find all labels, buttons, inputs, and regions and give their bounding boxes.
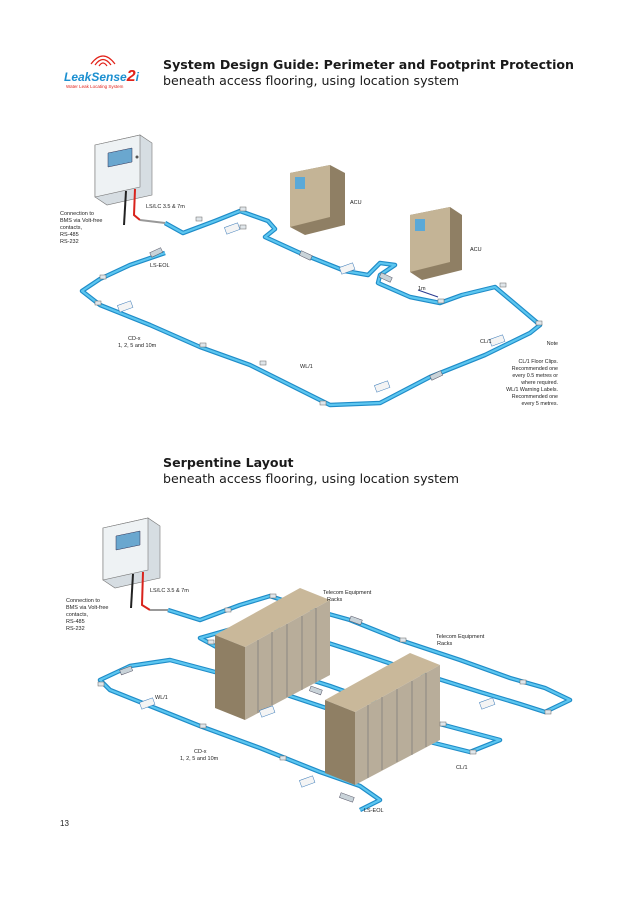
acu-unit-2 (410, 207, 462, 298)
telecom2-label-line2: Racks (437, 641, 453, 647)
svg-text:Recommended one: Recommended one (512, 394, 558, 400)
black-wire-2 (130, 573, 134, 609)
red-wire-2 (140, 571, 151, 611)
sensing-cable (79, 208, 543, 408)
svg-text:every 5 metres.: every 5 metres. (521, 401, 558, 407)
black-wire (123, 190, 127, 226)
svg-text:contacts,: contacts, (66, 612, 88, 618)
logo-name: LeakSense2i (64, 68, 139, 85)
telecom2-label: Telecom Equipment (436, 634, 485, 640)
acu1-label: ACU (350, 200, 362, 206)
connection-label: Connection to BMS via Volt-free contacts… (60, 211, 103, 245)
floor-clips (94, 206, 543, 406)
section1-title: System Design Guide: Perimeter and Footp… (163, 57, 574, 72)
cdx-label-2: CD-x (194, 749, 207, 755)
wl1-label-2: WL/1 (155, 695, 168, 701)
note-text: Note CL/1 Floor Clips. Recommended one e… (506, 341, 558, 407)
svg-text:Connection to: Connection to (66, 598, 100, 604)
serpentine-diagram: Connection to BMS via Volt-free contacts… (66, 517, 573, 814)
warning-labels-2 (139, 697, 496, 788)
connector-glands-2 (119, 615, 363, 803)
svg-text:RS-232: RS-232 (60, 239, 79, 245)
telecom-racks-2 (325, 653, 440, 785)
lslc-label-2: LS/LC 3.5 & 7m (150, 588, 189, 594)
warning-labels (117, 222, 506, 393)
cdx-label: CD-x (128, 336, 141, 342)
cdx-lengths-label: 1, 2, 5 and 10m (118, 343, 157, 349)
svg-text:RS-485: RS-485 (60, 232, 79, 238)
svg-text:where required.: where required. (521, 380, 558, 386)
telecom1-label: Telecom Equipment (323, 590, 372, 596)
control-panel (94, 134, 153, 206)
lslc-label: LS/LC 3.5 & 7m (146, 204, 185, 210)
page-number: 13 (60, 819, 69, 828)
control-panel-2 (102, 517, 161, 589)
perimeter-diagram: Connection to BMS via Volt-free contacts… (60, 134, 558, 408)
distance-label: 1m (418, 286, 426, 292)
connector-glands (149, 247, 444, 381)
svg-text:contacts,: contacts, (60, 225, 82, 231)
wl1-label: WL/1 (300, 364, 313, 370)
floor-clips-2 (97, 593, 552, 761)
svg-text:BMS via Volt-free: BMS via Volt-free (60, 218, 103, 224)
section2-title: Serpentine Layout (163, 455, 294, 470)
cl1-label-2: CL/1 (456, 765, 468, 771)
lseol-label-2: LS-EOL (364, 808, 384, 814)
svg-text:Recommended one: Recommended one (512, 366, 558, 372)
leaksense-logo: LeakSense2i Water Leak Locating System (58, 50, 150, 94)
signal-icon (90, 55, 116, 67)
telecom-racks-1 (215, 588, 330, 720)
svg-text:BMS via Volt-free: BMS via Volt-free (66, 605, 109, 611)
svg-text:Note: Note (547, 341, 558, 347)
logo-tagline: Water Leak Locating System (66, 84, 124, 89)
telecom1-label-line2: Racks (327, 597, 343, 603)
svg-text:every 0.5 metres or: every 0.5 metres or (512, 373, 558, 379)
cdx-lengths-label-2: 1, 2, 5 and 10m (180, 756, 219, 762)
acu-unit-1 (290, 165, 345, 235)
svg-text:RS-485: RS-485 (66, 619, 85, 625)
acu2-label: ACU (470, 247, 482, 253)
svg-text:Connection to: Connection to (60, 211, 94, 217)
svg-text:RS-232: RS-232 (66, 626, 85, 632)
red-wire (132, 188, 141, 221)
connection-label-2: Connection to BMS via Volt-free contacts… (66, 598, 109, 632)
section2-subtitle: beneath access flooring, using location … (163, 471, 460, 486)
section1-subtitle: beneath access flooring, using location … (163, 73, 460, 88)
cl1-label: CL/1 (480, 339, 492, 345)
svg-text:WL/1 Warning Labels.: WL/1 Warning Labels. (506, 387, 558, 393)
svg-text:CL/1 Floor Clips.: CL/1 Floor Clips. (519, 359, 558, 365)
lseol-label: LS-EOL (150, 263, 170, 269)
